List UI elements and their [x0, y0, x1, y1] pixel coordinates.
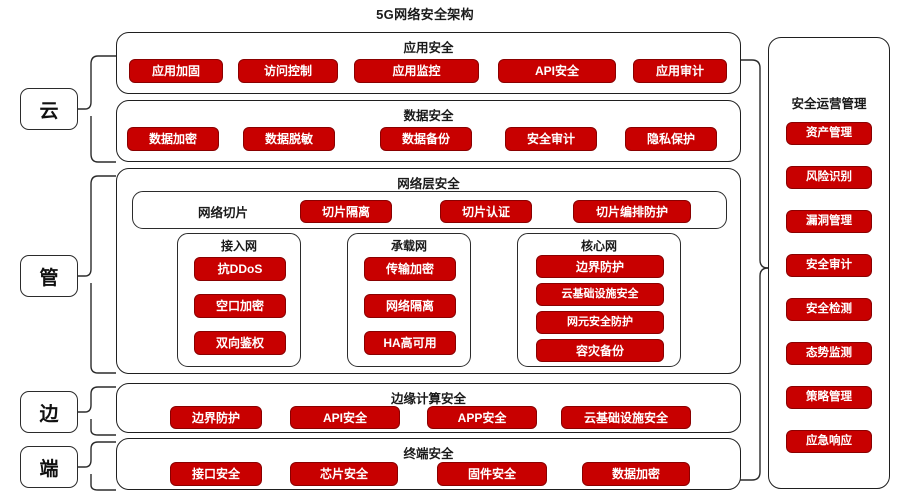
connector-edge	[78, 386, 116, 436]
panel-application-security-title: 应用安全	[403, 41, 454, 55]
pillar-edge-label: 边	[39, 403, 59, 425]
chip-network-isolation[interactable]: 网络隔离	[364, 294, 456, 318]
chip-ops-security-audit[interactable]: 安全审计	[786, 254, 872, 277]
chip-slice-orchestration-protection[interactable]: 切片编排防护	[573, 200, 691, 223]
pillar-terminal-label: 端	[39, 458, 59, 480]
chip-access-control[interactable]: 访问控制	[238, 59, 338, 83]
pillar-cloud[interactable]: 云	[20, 88, 78, 130]
chip-transmission-encryption[interactable]: 传输加密	[364, 257, 456, 281]
panel-edge-computing-security: 边缘计算安全 边界防护 API安全 APP安全 云基础设施安全	[116, 383, 741, 433]
chip-slice-isolation[interactable]: 切片隔离	[300, 200, 392, 223]
pillar-cloud-label: 云	[39, 100, 59, 122]
chip-security-audit[interactable]: 安全审计	[505, 127, 597, 151]
chip-emergency-response[interactable]: 应急响应	[786, 430, 872, 453]
pillar-edge[interactable]: 边	[20, 391, 78, 433]
panel-terminal-security: 终端安全 接口安全 芯片安全 固件安全 数据加密	[116, 438, 741, 490]
panel-data-security: 数据安全 数据加密 数据脱敏 数据备份 安全审计 隐私保护	[116, 100, 741, 162]
chip-network-element-security-protection[interactable]: 网元安全防护	[536, 311, 664, 334]
subpanel-network-slicing: 网络切片 切片隔离 切片认证 切片编排防护	[132, 191, 727, 229]
subpanel-bearer-network-title: 承载网	[390, 239, 427, 253]
chip-interface-security[interactable]: 接口安全	[170, 462, 262, 486]
connector-security-operations	[740, 59, 769, 481]
chip-edge-api-security[interactable]: API安全	[290, 406, 400, 429]
chip-boundary-protection[interactable]: 边界防护	[536, 255, 664, 278]
panel-terminal-security-title: 终端安全	[403, 447, 454, 461]
chip-cloud-infrastructure-security[interactable]: 云基础设施安全	[536, 283, 664, 306]
connector-terminal	[78, 441, 116, 491]
panel-network-layer-security-title: 网络层安全	[397, 177, 460, 191]
chip-chip-security[interactable]: 芯片安全	[290, 462, 398, 486]
chip-risk-identification[interactable]: 风险识别	[786, 166, 872, 189]
panel-network-layer-security: 网络层安全 网络切片 切片隔离 切片认证 切片编排防护 接入网 抗DDoS 空口…	[116, 168, 741, 374]
subpanel-core-network: 核心网 边界防护 云基础设施安全 网元安全防护 容灾备份	[517, 233, 681, 367]
panel-edge-computing-security-title: 边缘计算安全	[390, 392, 466, 406]
chip-firmware-security[interactable]: 固件安全	[437, 462, 547, 486]
diagram-title: 5G网络安全架构	[376, 7, 474, 22]
chip-edge-app-security[interactable]: APP安全	[427, 406, 537, 429]
subpanel-access-network: 接入网 抗DDoS 空口加密 双向鉴权	[177, 233, 301, 367]
connector-cloud	[78, 55, 116, 163]
chip-edge-boundary-protection[interactable]: 边界防护	[170, 406, 262, 429]
chip-situation-monitoring[interactable]: 态势监测	[786, 342, 872, 365]
chip-security-detection[interactable]: 安全检测	[786, 298, 872, 321]
chip-ha-high-availability[interactable]: HA高可用	[364, 331, 456, 355]
chip-data-encryption[interactable]: 数据加密	[127, 127, 219, 151]
chip-slice-authentication[interactable]: 切片认证	[440, 200, 532, 223]
panel-security-operations: 安全运营管理 资产管理 风险识别 漏洞管理 安全审计 安全检测 态势监测 策略管…	[768, 37, 890, 489]
subpanel-access-network-title: 接入网	[220, 239, 257, 253]
chip-edge-cloud-infrastructure-security[interactable]: 云基础设施安全	[561, 406, 691, 429]
panel-data-security-title: 数据安全	[403, 109, 454, 123]
chip-vulnerability-management[interactable]: 漏洞管理	[786, 210, 872, 233]
panel-application-security: 应用安全 应用加固 访问控制 应用监控 API安全 应用审计	[116, 32, 741, 94]
chip-privacy-protection[interactable]: 隐私保护	[625, 127, 717, 151]
pillar-terminal[interactable]: 端	[20, 446, 78, 488]
connector-pipe	[78, 175, 116, 374]
chip-data-backup[interactable]: 数据备份	[380, 127, 472, 151]
pillar-pipe[interactable]: 管	[20, 255, 78, 297]
chip-mutual-authentication[interactable]: 双向鉴权	[194, 331, 286, 355]
subpanel-network-slicing-label: 网络切片	[197, 205, 248, 220]
chip-app-hardening[interactable]: 应用加固	[129, 59, 223, 83]
chip-air-interface-encryption[interactable]: 空口加密	[194, 294, 286, 318]
subpanel-bearer-network: 承载网 传输加密 网络隔离 HA高可用	[347, 233, 471, 367]
chip-asset-management[interactable]: 资产管理	[786, 122, 872, 145]
chip-anti-ddos[interactable]: 抗DDoS	[194, 257, 286, 281]
chip-data-masking[interactable]: 数据脱敏	[243, 127, 335, 151]
subpanel-core-network-title: 核心网	[580, 239, 617, 253]
chip-api-security[interactable]: API安全	[498, 59, 616, 83]
chip-app-monitoring[interactable]: 应用监控	[354, 59, 479, 83]
chip-terminal-data-encryption[interactable]: 数据加密	[582, 462, 690, 486]
chip-app-audit[interactable]: 应用审计	[633, 59, 727, 83]
pillar-pipe-label: 管	[39, 267, 59, 289]
panel-security-operations-title: 安全运营管理	[791, 97, 867, 111]
chip-disaster-recovery-backup[interactable]: 容灾备份	[536, 339, 664, 362]
chip-policy-management[interactable]: 策略管理	[786, 386, 872, 409]
